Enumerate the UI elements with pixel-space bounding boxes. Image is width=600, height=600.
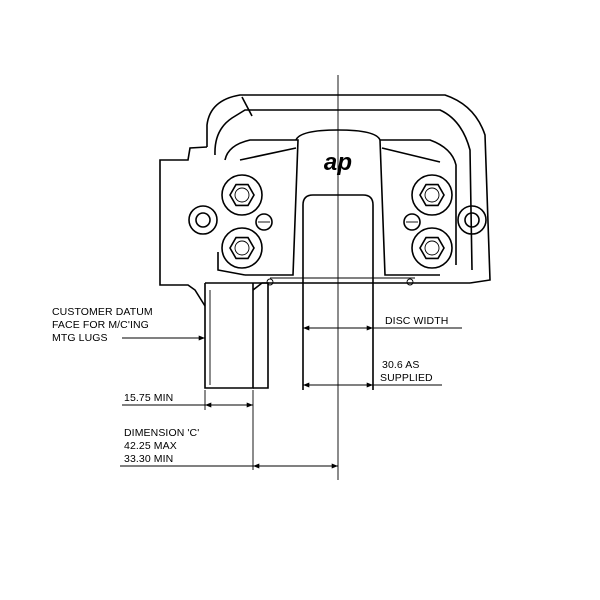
pin-right xyxy=(403,213,421,231)
caliper-body xyxy=(159,94,491,307)
dim-c: DIMENSION 'C' 42.25 MAX 33.30 MIN xyxy=(120,427,338,469)
dim-as-supplied: 30.6 AS SUPPLIED xyxy=(303,350,442,390)
min-1575-label: 15.75 MIN xyxy=(124,392,173,404)
dim-disc-width: DISC WIDTH xyxy=(303,315,462,331)
bolt-bottom-right xyxy=(411,227,453,269)
bolt-top-right xyxy=(411,174,453,216)
datum-line1: CUSTOMER DATUM xyxy=(52,306,153,318)
as-supplied-line1: 30.6 AS xyxy=(382,359,419,371)
rail-nub-left xyxy=(266,278,274,286)
as-supplied-line2: SUPPLIED xyxy=(380,372,433,384)
mounting-lug xyxy=(204,282,269,389)
rail-nub-right xyxy=(406,278,414,286)
bolt-top-left xyxy=(221,174,263,216)
dimc-line2: 42.25 MAX xyxy=(124,440,177,452)
bolt-bottom-left xyxy=(221,227,263,269)
pin-left xyxy=(255,213,273,231)
dimc-line1: DIMENSION 'C' xyxy=(124,427,199,439)
leader-customer-datum: CUSTOMER DATUM FACE FOR M/C'ING MTG LUGS xyxy=(52,306,205,344)
bleed-nipple-right xyxy=(457,205,487,235)
dimc-line3: 33.30 MIN xyxy=(124,453,173,465)
dim-15-75-min: 15.75 MIN xyxy=(122,390,254,470)
datum-line3: MTG LUGS xyxy=(52,332,108,344)
disc-width-label: DISC WIDTH xyxy=(385,315,448,327)
bleed-nipple-left xyxy=(188,205,218,235)
datum-line2: FACE FOR M/C'ING xyxy=(52,319,149,331)
